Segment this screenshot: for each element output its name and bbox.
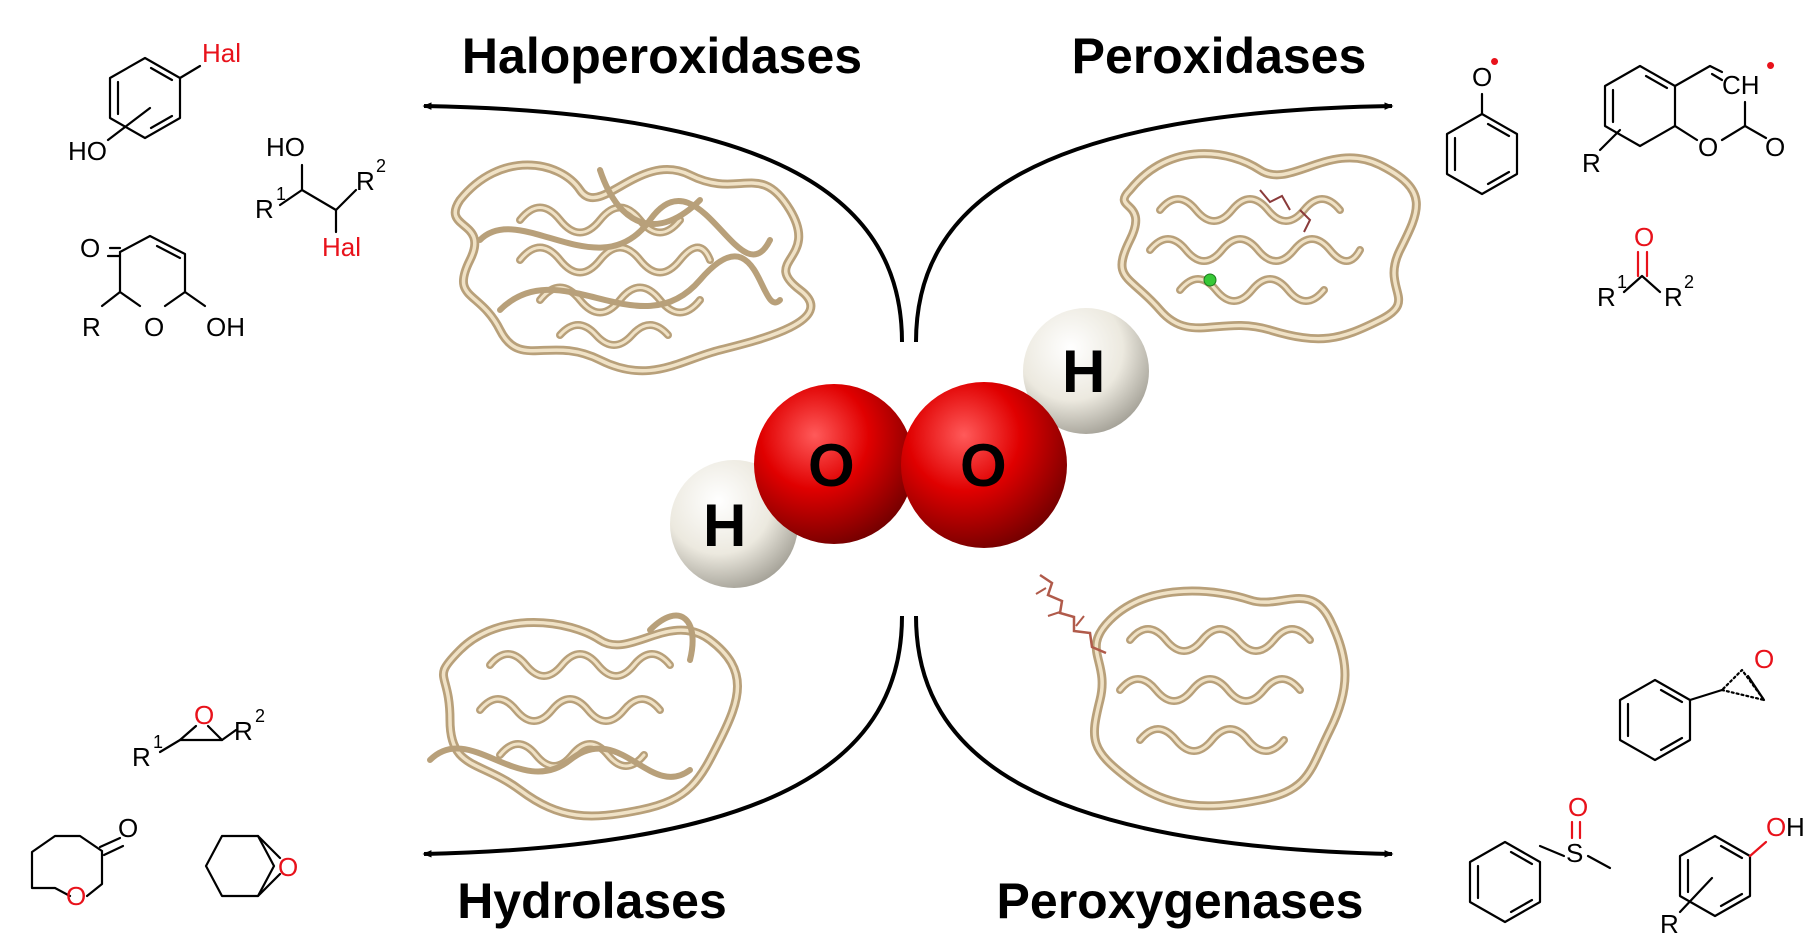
label-r-2: R <box>1582 148 1601 178</box>
hydrogen-label-left: H <box>703 492 746 559</box>
chem-styrene-oxide: O <box>1618 644 1774 762</box>
label-s: S <box>1566 838 1583 868</box>
chem-ketone: O R 1 R 2 <box>1597 222 1694 312</box>
oxygen-label-right: O <box>960 432 1007 499</box>
label-ho-1: HO <box>68 136 107 166</box>
label-o-1: O <box>80 233 100 263</box>
label-o-7: O <box>194 700 214 730</box>
title-hydrolases: Hydrolases <box>457 873 727 929</box>
arrow-bottom-right <box>914 615 1394 858</box>
label-r1-3-sup: 1 <box>153 732 163 752</box>
label-r-3: R <box>1660 909 1679 939</box>
chem-pyranone: O O R OH <box>80 233 245 342</box>
label-r-1: R <box>82 312 101 342</box>
label-r2-3-sup: 2 <box>255 706 265 726</box>
label-r2-1-sup: 2 <box>376 156 386 176</box>
protein-structure-hydrolase <box>427 612 742 821</box>
title-peroxygenases: Peroxygenases <box>997 873 1364 929</box>
arrow-top-left <box>422 102 904 343</box>
label-hal-2: Hal <box>322 232 361 262</box>
label-r2-1: R <box>356 166 375 196</box>
label-r2-2-sup: 2 <box>1684 272 1694 292</box>
label-r2-2: R <box>1664 282 1683 312</box>
label-o-5: O <box>1698 132 1718 162</box>
protein-structure-peroxidase <box>1117 149 1421 344</box>
label-o-10: O <box>278 852 298 882</box>
radical-dot-1: • <box>1490 46 1499 76</box>
arrow-bottom-left <box>422 615 904 858</box>
chem-phenoxy-radical: O • <box>1445 46 1519 196</box>
label-o-12: O <box>1568 792 1588 822</box>
label-o-6: O <box>1634 222 1654 252</box>
chem-halohydrin: HO R 1 R 2 Hal <box>255 132 386 262</box>
chem-lactone: O O <box>30 813 138 911</box>
protein-structure-peroxygenase <box>1035 573 1350 811</box>
label-r1-2: R <box>1597 282 1616 312</box>
arrow-top-right <box>914 102 1394 343</box>
chem-coumarin-radical: CH • O O R <box>1582 50 1785 178</box>
label-o-11: O <box>1754 644 1774 674</box>
label-ch: CH <box>1722 70 1760 100</box>
chem-cyclohexene-oxide: O <box>204 834 298 898</box>
label-ho-2: HO <box>266 132 305 162</box>
label-oh-1: OH <box>206 312 245 342</box>
hydrogen-label-right: H <box>1062 338 1105 405</box>
oxygen-atom-left <box>754 384 914 544</box>
oxygen-atom-right <box>901 382 1067 548</box>
chem-sulfoxide: O S <box>1468 792 1612 924</box>
label-o-4: O <box>1765 132 1785 162</box>
label-o-8: O <box>118 813 138 843</box>
hydrogen-atom-right <box>1023 308 1149 434</box>
label-o-2: O <box>144 312 164 342</box>
title-haloperoxidases: Haloperoxidases <box>462 28 862 84</box>
label-hal-1: Hal <box>202 38 241 68</box>
radical-dot-2: • <box>1766 50 1775 80</box>
label-o-9: O <box>66 881 86 911</box>
h2o2-molecule-model: H H O O <box>670 308 1149 588</box>
title-peroxidases: Peroxidases <box>1072 28 1367 84</box>
label-h: H <box>1786 812 1805 842</box>
oxygen-label-left: O <box>808 432 855 499</box>
label-r1-1-sup: 1 <box>276 184 286 204</box>
label-o-13: O <box>1766 812 1786 842</box>
label-r1-2-sup: 1 <box>1617 272 1627 292</box>
label-r2-3: R <box>234 716 253 746</box>
label-r1-1: R <box>255 194 274 224</box>
chem-substituted-phenol: O H R <box>1660 812 1805 939</box>
chem-epoxide-r1r2: O R 1 R 2 <box>132 700 265 772</box>
chem-halophenol: Hal HO <box>68 38 241 166</box>
protein-structure-haloperoxidase <box>450 160 816 376</box>
label-r1-3: R <box>132 742 151 772</box>
label-o-3: O <box>1472 62 1492 92</box>
